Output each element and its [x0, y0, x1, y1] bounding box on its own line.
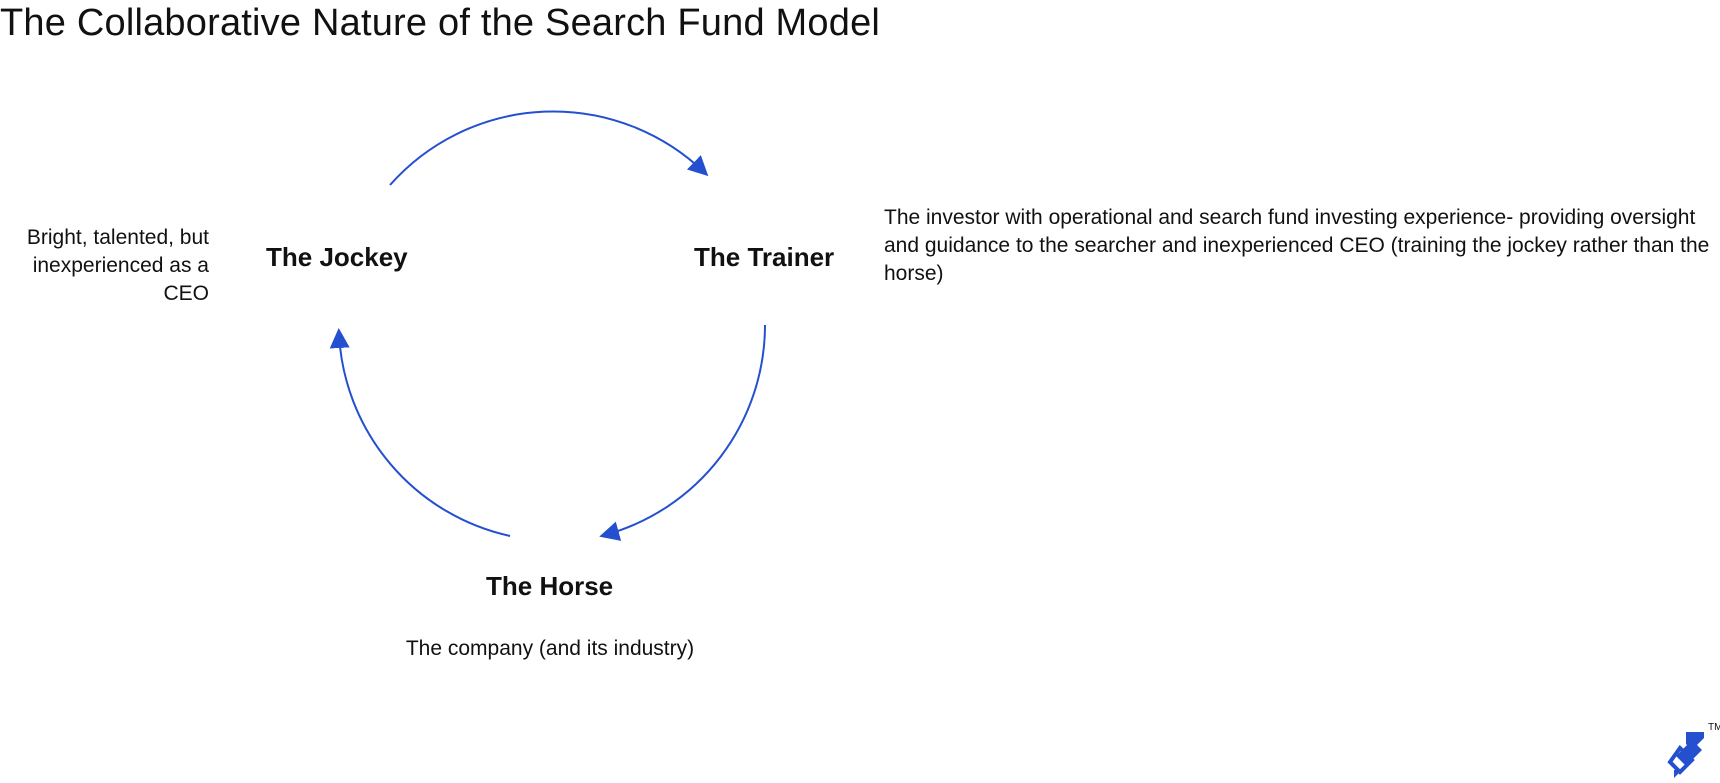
trademark-symbol: TM: [1708, 722, 1720, 733]
horse-description: The company (and its industry): [405, 637, 695, 660]
arrow-horse-to-jockey: [329, 328, 511, 537]
node-label-trainer: The Trainer: [694, 242, 835, 272]
toptal-logo-icon: TM: [1666, 722, 1720, 778]
node-label-jockey: The Jockey: [266, 242, 408, 272]
arrow-jockey-to-trainer: [389, 110, 709, 186]
arrow-trainer-to-horse: [599, 324, 766, 541]
node-label-horse: The Horse: [486, 571, 614, 601]
trainer-description: The investor with operational and search…: [884, 206, 1710, 285]
jockey-description: Bright, talented, but inexperienced as a…: [26, 226, 209, 305]
diagram-title: The Collaborative Nature of the Search F…: [0, 2, 881, 44]
